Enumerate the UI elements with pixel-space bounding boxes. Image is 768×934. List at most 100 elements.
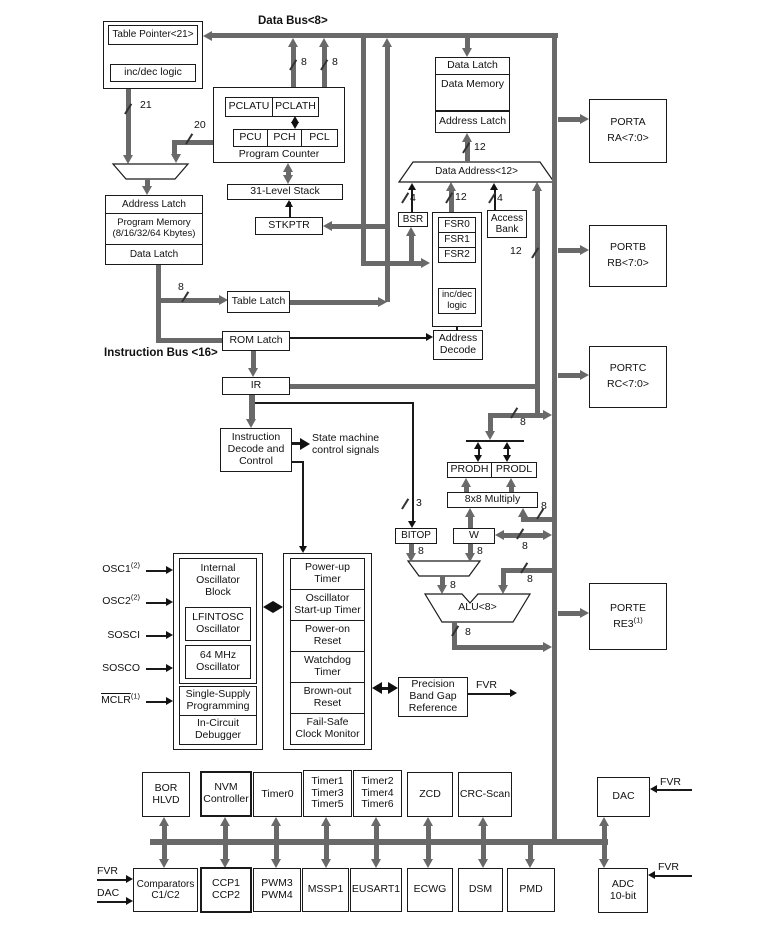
width-label: 4 [497, 192, 503, 204]
width-label: 8 [527, 573, 533, 585]
wire [332, 224, 387, 229]
wire [426, 826, 431, 859]
peripheral-ecwg: ECWG [407, 868, 453, 912]
arrowhead [271, 859, 281, 868]
wire [146, 701, 166, 703]
wire [488, 413, 543, 418]
width-label: 21 [140, 99, 152, 111]
wire [156, 265, 161, 343]
arrowhead [580, 608, 589, 618]
wire [361, 38, 366, 266]
wire [145, 179, 150, 186]
data-memory-block: Data Latch Data Memory Address Latch [435, 57, 510, 133]
arrowhead [166, 631, 173, 639]
peripheral-eusart1: EUSART1 [350, 868, 402, 912]
wire [292, 461, 303, 463]
fsr0: FSR0 [438, 217, 476, 233]
wire [535, 191, 540, 418]
peripheral-ccp: CCP1 CCP2 [200, 867, 252, 913]
wire [291, 47, 296, 89]
dm-data-latch: Data Latch [436, 58, 509, 75]
portb-box: PORTB RB<7:0> [589, 225, 667, 287]
single-supply-programming: Single-Supply Programming [180, 687, 256, 716]
wire [324, 826, 329, 859]
wire [440, 576, 445, 585]
width-label: 12 [474, 141, 486, 153]
arrowhead [291, 122, 299, 129]
arrowhead [321, 859, 331, 868]
address-decode: Address Decode [433, 330, 483, 360]
wire [161, 298, 219, 303]
wire [558, 117, 580, 122]
width-label: 8 [522, 540, 528, 552]
table-latch: Table Latch [227, 291, 290, 313]
peripheral-comparators: Comparators C1/C2 [133, 868, 198, 912]
arrowhead [291, 116, 299, 123]
width-label: 12 [510, 245, 522, 257]
fvr-label: FVR [476, 679, 497, 691]
arrowhead [543, 642, 552, 652]
arrowhead [599, 817, 609, 826]
peripheral-timer135: Timer1 Timer3 Timer5 [303, 770, 352, 817]
pcl: PCL [301, 129, 338, 147]
wire [146, 570, 166, 572]
width-label: 12 [455, 191, 467, 203]
pm-data-latch: Data Latch [129, 248, 179, 260]
brown-out-reset: Brown-out Reset [291, 683, 364, 714]
arrowhead [446, 182, 456, 191]
arrowhead [273, 601, 283, 613]
arrowhead [319, 38, 329, 47]
arrowhead [408, 521, 416, 528]
bsr-register: BSR [398, 212, 428, 227]
oscillator-start-up-timer: Oscillator Start-up Timer [291, 590, 364, 621]
wire [290, 384, 540, 389]
peripheral-timer0: Timer0 [253, 772, 302, 817]
arrowhead [474, 442, 482, 449]
osc1-pin: OSC1(2) [102, 560, 140, 575]
wire [468, 544, 473, 553]
pch: PCH [267, 129, 302, 147]
arrowhead [219, 295, 228, 305]
band-gap-reference: Precision Band Gap Reference [398, 677, 468, 717]
peripheral-timer246: Timer2 Timer4 Timer6 [353, 770, 402, 817]
arrowhead [490, 183, 498, 190]
wire [385, 47, 390, 302]
arrowhead [580, 114, 589, 124]
arrowhead [166, 697, 173, 705]
wire [504, 533, 543, 538]
arrowhead [288, 38, 298, 47]
peripheral-zcd: ZCD [407, 772, 453, 817]
wire [409, 236, 414, 263]
width-label: 4 [410, 192, 416, 204]
wire [212, 33, 558, 38]
arrowhead [406, 227, 416, 236]
wire [521, 517, 552, 522]
stkptr: STKPTR [255, 217, 323, 235]
wire [290, 337, 426, 339]
internal-oscillator-label: Internal Oscillator Block [196, 562, 240, 598]
stack-31-level: 31-Level Stack [227, 184, 343, 200]
wire [452, 645, 543, 650]
arrowhead [421, 258, 430, 268]
width-label: 8 [465, 626, 471, 638]
dm-address-latch: Address Latch [436, 111, 509, 132]
peripheral-crc-scan: CRC-Scan [458, 772, 512, 817]
wire [286, 172, 291, 175]
data-bus-label: Data Bus<8> [258, 15, 328, 27]
wire [223, 826, 228, 859]
arrowhead [166, 566, 173, 574]
portc-pins: RC<7:0> [606, 378, 650, 390]
wire [126, 82, 131, 155]
w-register: W [453, 528, 495, 544]
pclath: PCLATH [272, 97, 319, 117]
arrowhead [300, 438, 310, 450]
wire [488, 418, 493, 431]
wire [172, 140, 177, 154]
arrowhead [323, 221, 332, 231]
arrowhead [321, 817, 331, 826]
wire [552, 33, 557, 841]
wire [558, 248, 580, 253]
arrowhead [126, 875, 133, 883]
reset-cells-block: Power-up Timer Oscillator Start-up Timer… [290, 558, 365, 745]
arrowhead [650, 785, 657, 793]
